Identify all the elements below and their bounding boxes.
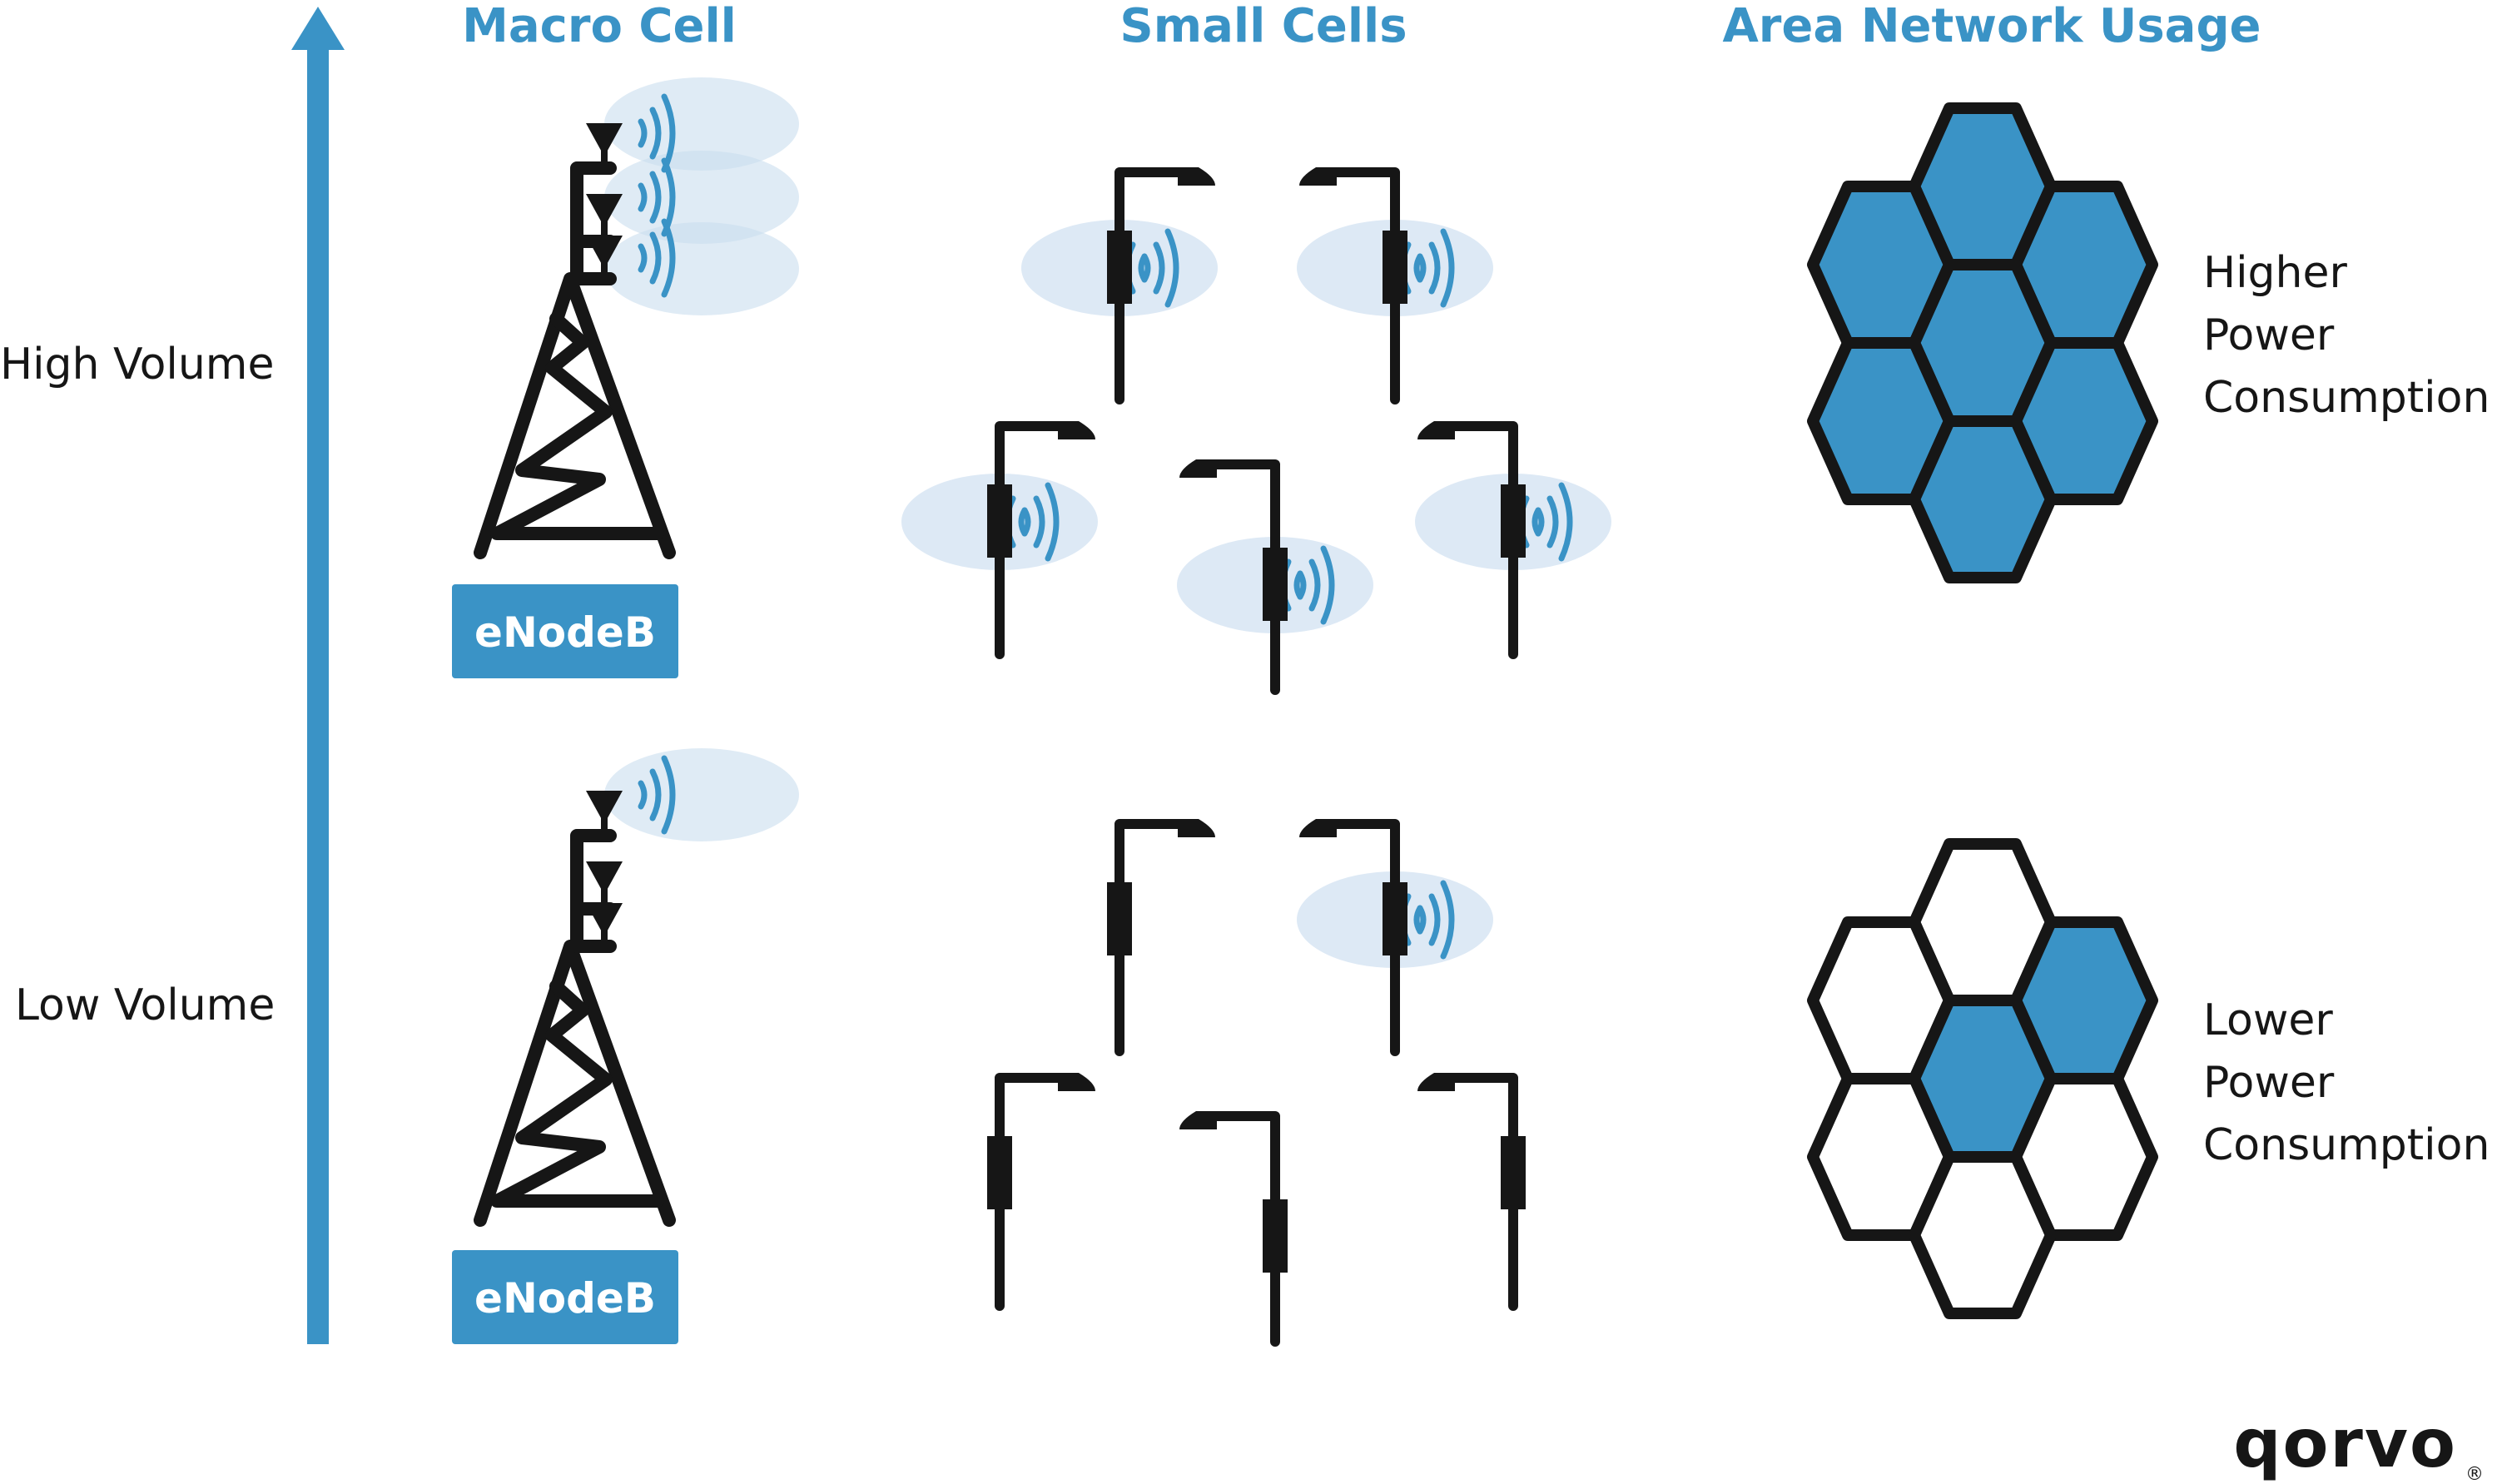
coverage-halo [604, 77, 799, 171]
pole-icon [995, 421, 1063, 659]
hex-clusters [1807, 102, 2158, 1319]
coverage-halo [604, 222, 799, 315]
radio-unit-icon [1383, 882, 1407, 955]
macro-tower-low: eNodeB [452, 748, 799, 1344]
small-cell [987, 1073, 1095, 1311]
hex-cell [1909, 1151, 2057, 1319]
enodeb-box [452, 1250, 678, 1344]
coverage-halo [604, 748, 799, 841]
lamp-head-icon [1299, 167, 1337, 186]
area-high-line1: Higher [2203, 248, 2348, 298]
small-cell [1179, 1111, 1288, 1347]
lamp-head-icon [1179, 459, 1217, 478]
title-area-network-usage: Area Network Usage [1722, 0, 2261, 53]
small-cell [1415, 421, 1611, 659]
small-cell [901, 421, 1098, 659]
label-low-volume: Low Volume [15, 980, 275, 1030]
area-low-line2: Power [2203, 1058, 2335, 1108]
radio-unit-icon [1107, 882, 1132, 955]
hex-cell [1909, 415, 2057, 583]
area-low-line1: Lower [2203, 995, 2333, 1045]
radio-unit-icon [987, 1136, 1012, 1209]
radio-unit-icon [1383, 231, 1407, 304]
small-cell [1417, 1073, 1526, 1311]
lamp-head-icon [1178, 167, 1215, 186]
volume-arrow [291, 7, 345, 1344]
small-cell [1297, 167, 1493, 405]
enodeb-label: eNodeB [474, 608, 656, 657]
pole-icon [1450, 1073, 1518, 1311]
title-small-cells: Small Cells [1119, 0, 1407, 53]
lamp-head-icon [1417, 421, 1455, 439]
radio-unit-icon [1501, 484, 1526, 558]
area-high-line2: Power [2203, 310, 2335, 360]
lamp-head-icon [1179, 1111, 1217, 1129]
small-cell [1177, 459, 1373, 695]
pole-icon [1114, 819, 1183, 1056]
radio-unit-icon [1263, 548, 1288, 621]
area-low-line3: Consumption [2203, 1120, 2490, 1170]
lamp-head-icon [1299, 819, 1337, 837]
pole-icon [995, 1073, 1063, 1311]
lamp-head-icon [1058, 1073, 1095, 1091]
small-cell [1107, 819, 1215, 1056]
arrow-shaft [307, 50, 329, 1344]
pole-icon [1450, 421, 1518, 659]
enodeb-box [452, 584, 678, 678]
pole-icon [1332, 167, 1400, 405]
lamp-head-icon [1417, 1073, 1455, 1091]
radio-unit-icon [987, 484, 1012, 558]
enodeb-label: eNodeB [474, 1274, 656, 1323]
title-macro-cell: Macro Cell [462, 0, 737, 53]
small-cells [901, 167, 1611, 1347]
area-high-line3: Consumption [2203, 373, 2490, 423]
qorvo-logo: qorvo [2233, 1405, 2457, 1482]
label-high-volume: High Volume [0, 340, 274, 390]
tower-icon [474, 161, 676, 559]
tower-icon [474, 829, 676, 1227]
macro-tower-high: eNodeB [452, 77, 799, 678]
radio-unit-icon [1263, 1199, 1288, 1273]
pole-icon [1332, 819, 1400, 1056]
antenna-icon [586, 861, 623, 906]
radio-unit-icon [1107, 231, 1132, 304]
registered-mark: ® [2465, 1464, 2484, 1484]
lamp-head-icon [1178, 819, 1215, 837]
small-cell [1021, 167, 1218, 405]
pole-icon [1114, 167, 1183, 405]
arrow-head-icon [291, 7, 345, 50]
lamp-head-icon [1058, 421, 1095, 439]
small-cell [1297, 819, 1493, 1056]
radio-unit-icon [1501, 1136, 1526, 1209]
